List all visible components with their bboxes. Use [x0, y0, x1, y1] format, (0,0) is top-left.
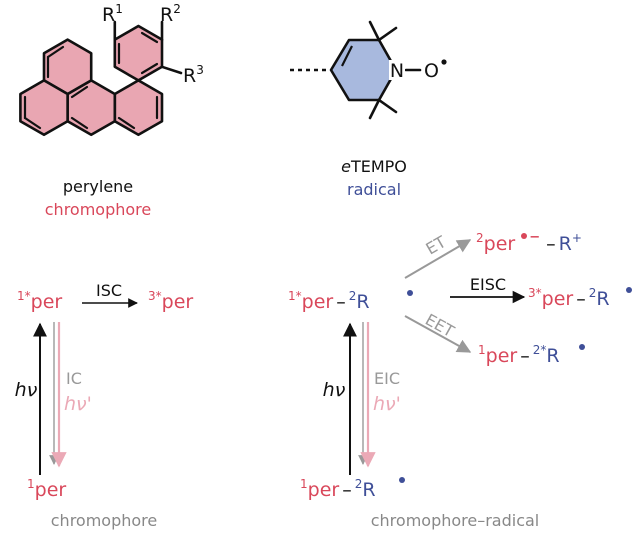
radical-dot-icon — [441, 59, 447, 65]
eisc-label: EISC — [470, 275, 506, 294]
isc-label: ISC — [96, 281, 122, 300]
r2-label: R2 — [160, 2, 181, 26]
et-arrow — [404, 239, 472, 279]
right-excited: 1*per–2R — [288, 289, 370, 313]
perylene-structure: R1 R2 R3 — [19, 2, 204, 137]
tempo-structure: N O — [290, 20, 447, 120]
r1-label: R1 — [102, 2, 123, 26]
eic-label: EIC — [374, 369, 400, 388]
left-singlet-excited: 1*per — [17, 289, 62, 313]
left-hv-prime: hν' — [64, 393, 92, 415]
right-hv: hν — [323, 379, 346, 401]
eet-radical-dot-icon — [579, 344, 585, 350]
oxygen-label: O — [424, 60, 439, 82]
right-scheme: 1*per–2R 1per–2R hν EIC hν' ET 2per−–R+ … — [288, 230, 632, 530]
perylene-ring-e — [19, 79, 69, 137]
eet-arrow — [404, 315, 472, 353]
r3-label: R3 — [183, 63, 204, 87]
perylene-ring-a — [113, 24, 164, 82]
left-caption: chromophore — [51, 511, 157, 530]
tempo-ring — [329, 38, 398, 102]
perylene-role: chromophore — [45, 200, 151, 219]
left-triplet: 3*per — [148, 289, 193, 313]
right-caption: chromophore–radical — [371, 511, 540, 530]
right-ground-radical-dot-icon — [399, 477, 405, 483]
perylene-ring-b — [113, 79, 164, 137]
left-hv: hν — [15, 379, 38, 401]
ic-label: IC — [66, 369, 82, 388]
eisc-product: 3*per–2R — [528, 286, 610, 310]
tempo-role: radical — [347, 180, 401, 199]
eisc-radical-dot-icon — [626, 287, 632, 293]
perylene-name: perylene — [63, 177, 133, 196]
right-ground: 1per–2R — [300, 477, 376, 501]
et-product: 2per−–R+ — [476, 230, 582, 255]
tempo-name: eTEMPO — [341, 157, 407, 176]
eet-product: 1per–2*R — [478, 343, 560, 367]
left-ground: 1per — [27, 477, 66, 501]
right-excited-radical-dot-icon — [407, 290, 413, 296]
nitrogen-label: N — [390, 60, 404, 82]
right-hv-prime: hν' — [373, 393, 401, 415]
left-scheme: 1*per 3*per 1per ISC hν IC hν' chromopho… — [15, 281, 194, 530]
et-radical-dot-icon — [521, 233, 527, 239]
